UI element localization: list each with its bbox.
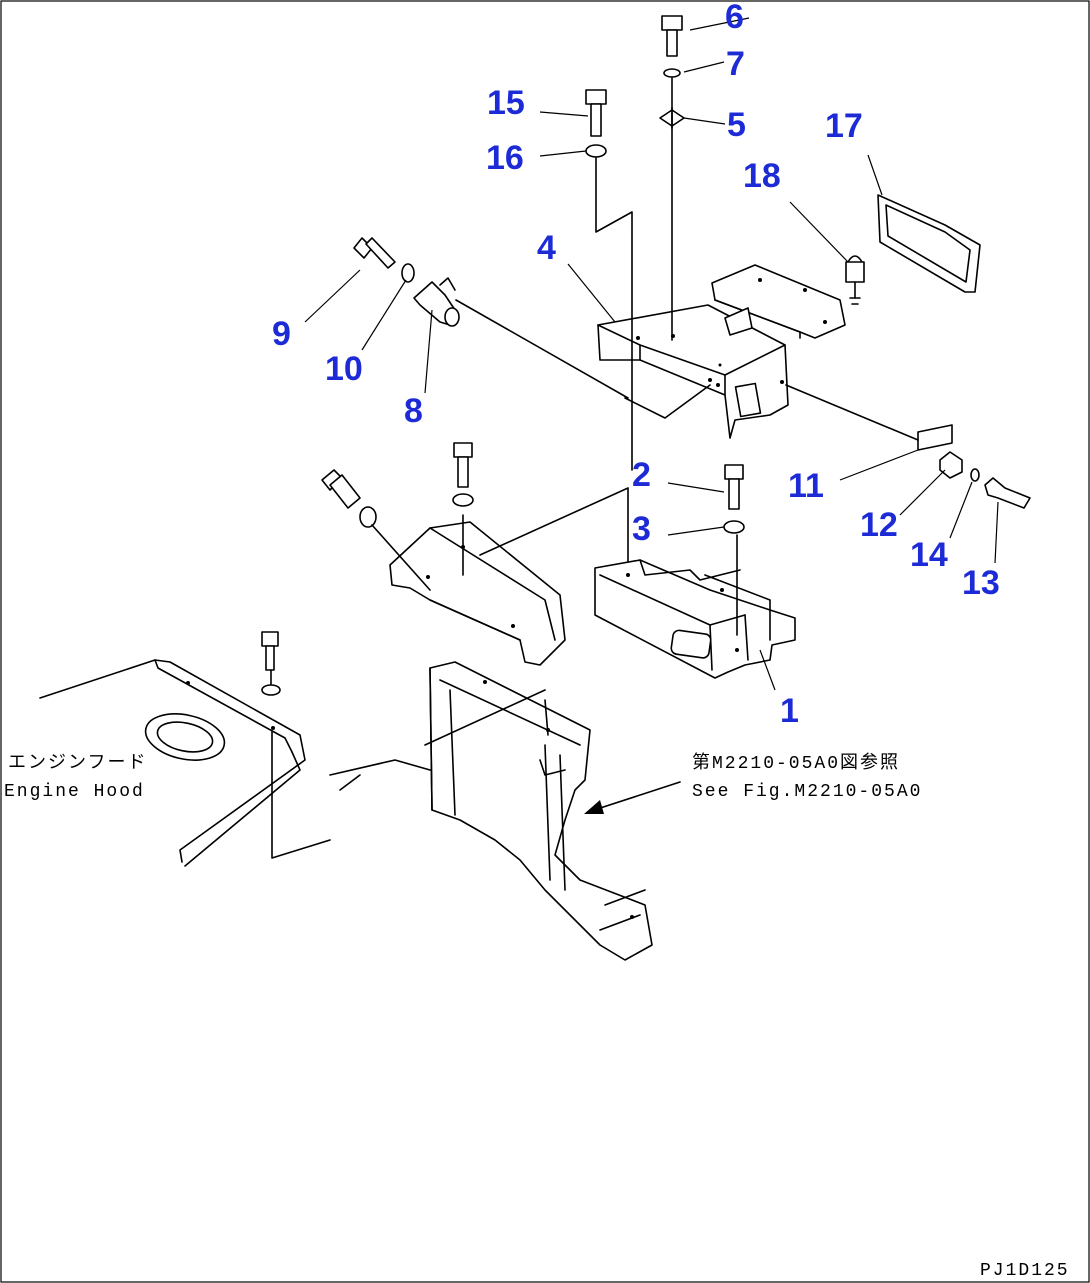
- leader-lines: [304, 17, 999, 691]
- callout-12: 12: [860, 506, 898, 544]
- right-fasteners: [785, 384, 1031, 509]
- engine-hood: [39, 659, 331, 867]
- see-fig-label-jp: 第M2210-05A0図参照: [692, 752, 900, 774]
- callout-17: 17: [825, 107, 863, 145]
- toolbox-part-1: [594, 559, 796, 679]
- bolt-2-washer-3: [723, 464, 745, 636]
- callout-1: 1: [780, 692, 799, 730]
- engine-hood-label-jp: エンジンフード: [8, 754, 147, 774]
- padlock-part-18: [845, 255, 865, 305]
- engine-hood-label-en: Engine Hood: [4, 782, 145, 802]
- callout-13: 13: [962, 564, 1000, 602]
- bolt-15-washer-16: [585, 89, 633, 471]
- callout-8: 8: [404, 392, 423, 430]
- callout-9: 9: [272, 315, 291, 353]
- callout-7: 7: [726, 45, 745, 83]
- lid-plate: [711, 264, 846, 339]
- hood-bolt: [261, 631, 281, 696]
- angled-bolt: [321, 469, 431, 591]
- reference-arrow: [584, 781, 681, 814]
- see-fig-label-en: See Fig.M2210-05A0: [692, 782, 922, 802]
- drawing-code: PJ1D125: [980, 1261, 1070, 1281]
- callout-10: 10: [325, 350, 363, 388]
- cover-bracket: [389, 487, 629, 666]
- callout-16: 16: [486, 139, 524, 177]
- bolt-stack-5-6-7: [659, 15, 685, 341]
- callout-4: 4: [537, 229, 556, 267]
- callout-2: 2: [632, 456, 651, 494]
- callout-11: 11: [788, 467, 824, 505]
- callout-3: 3: [632, 510, 651, 548]
- center-bolt: [452, 442, 474, 507]
- callout-18: 18: [743, 157, 781, 195]
- bracket-part-4: [597, 304, 789, 439]
- callout-14: 14: [910, 536, 948, 574]
- callout-5: 5: [727, 106, 746, 144]
- seal-part-17: [877, 194, 981, 293]
- bolt-9-washer-10-latch-8: [353, 237, 629, 399]
- callout-6: 6: [725, 0, 744, 36]
- callout-15: 15: [487, 84, 525, 122]
- mounting-frame: [329, 661, 653, 961]
